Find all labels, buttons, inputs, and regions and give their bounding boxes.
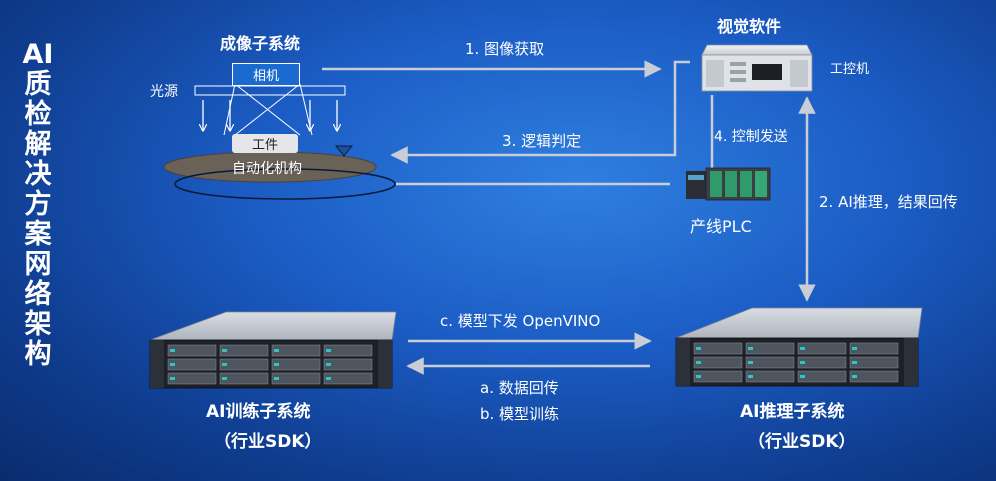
camera-label: 相机 bbox=[252, 69, 279, 84]
plc-label: 产线PLC bbox=[690, 217, 752, 236]
imaging-subsystem-title: 成像子系统 bbox=[220, 34, 301, 53]
data-back-label: a. 数据回传 bbox=[480, 379, 559, 397]
inference-sdk-label: （行业SDK） bbox=[748, 432, 856, 452]
industrial-pc-icon bbox=[701, 44, 813, 92]
sensor-triangle-icon bbox=[334, 145, 354, 157]
vision-software-title: 视觉软件 bbox=[717, 17, 782, 36]
light-source-bar bbox=[194, 85, 346, 96]
arrow-logic-decision bbox=[390, 60, 690, 164]
workpiece-box: 工件 bbox=[232, 134, 298, 153]
step2-label: 2. AI推理，结果回传 bbox=[819, 193, 958, 211]
conveyor-outline bbox=[174, 168, 396, 200]
step3-label: 3. 逻辑判定 bbox=[502, 132, 582, 150]
training-server-icon bbox=[149, 311, 397, 389]
training-subsystem-title: AI训练子系统 bbox=[206, 402, 311, 422]
automation-mechanism-label: 自动化机构 bbox=[232, 161, 302, 177]
light-ray-arrows bbox=[203, 100, 337, 130]
step1-label: 1. 图像获取 bbox=[465, 40, 545, 58]
model-train-label: b. 模型训练 bbox=[480, 405, 560, 423]
workpiece-label: 工件 bbox=[251, 138, 278, 153]
side-title: AI质检解决方案网络架构 bbox=[22, 39, 54, 370]
inference-server-icon bbox=[675, 307, 923, 387]
industrial-pc-label: 工控机 bbox=[830, 62, 870, 77]
camera-box: 相机 bbox=[232, 63, 300, 86]
plc-device-icon bbox=[686, 167, 771, 201]
model-push-label: c. 模型下发 OpenVINO bbox=[440, 312, 601, 330]
step4-label: 4. 控制发送 bbox=[714, 129, 788, 145]
light-source-label: 光源 bbox=[150, 84, 178, 100]
inference-subsystem-title: AI推理子系统 bbox=[740, 402, 845, 422]
training-sdk-label: （行业SDK） bbox=[214, 432, 322, 452]
